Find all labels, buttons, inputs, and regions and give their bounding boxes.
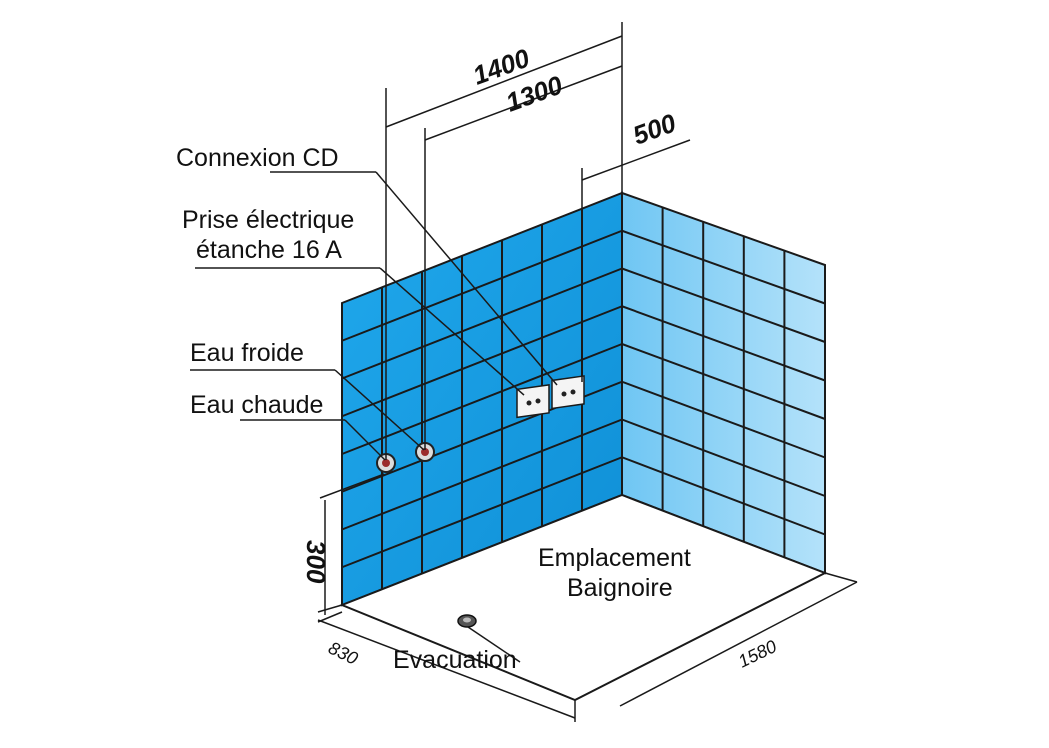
label-eau-chaude: Eau chaude xyxy=(190,391,323,419)
grout-line xyxy=(621,305,826,382)
label-emplacement: Emplacement xyxy=(538,544,691,572)
grout-line xyxy=(621,418,826,497)
dimension-1580: 1580 xyxy=(735,636,780,672)
grout-line xyxy=(341,267,623,380)
grout-line xyxy=(341,456,623,569)
dimension-500: 500 xyxy=(629,107,681,150)
grout-line xyxy=(621,229,826,305)
right-wall xyxy=(621,191,826,575)
dimension-300: 300 xyxy=(301,540,331,584)
grout-line xyxy=(341,418,623,531)
label-baignoire: Baignoire xyxy=(567,574,673,602)
grout-line xyxy=(341,229,623,342)
label-leader-lines xyxy=(190,171,558,663)
electrical-sockets xyxy=(516,375,585,419)
drain-icon xyxy=(457,614,477,628)
label-evacuation: Evacuation xyxy=(393,646,517,674)
grout-line xyxy=(621,456,826,536)
grout-line xyxy=(621,343,826,420)
grout-line xyxy=(341,343,623,455)
label-prise-line2: étanche 16 A xyxy=(196,236,342,264)
bottom-dimension-lines xyxy=(317,572,858,722)
height-dimension-lines xyxy=(317,473,385,615)
right-wall-grout xyxy=(621,207,826,558)
dimension-830: 830 xyxy=(325,638,361,669)
label-connexion-cd: Connexion CD xyxy=(176,144,339,172)
grout-line xyxy=(621,267,826,343)
grout-line xyxy=(341,305,623,418)
label-prise-line1: Prise électrique xyxy=(182,206,354,234)
label-eau-froide: Eau froide xyxy=(190,339,304,367)
grout-line xyxy=(621,380,826,459)
